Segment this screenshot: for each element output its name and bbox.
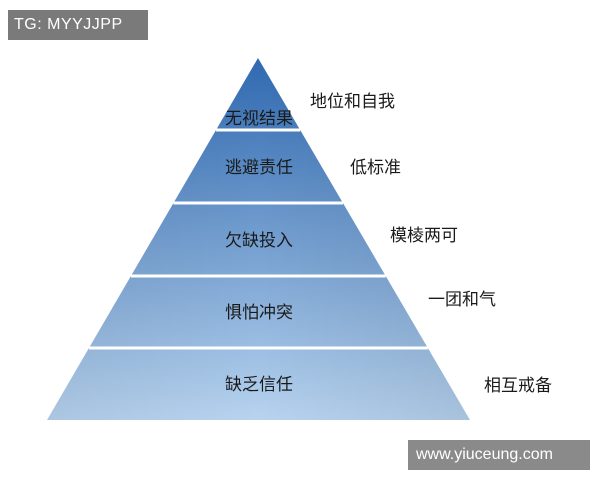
watermark-bottom: www.yiuceung.com [408,440,590,470]
tier-label-2: 逃避责任 [225,158,293,178]
side-label-4: 一团和气 [428,290,496,310]
tier-label-3: 欠缺投入 [225,231,293,251]
side-label-5: 相互戒备 [484,376,552,396]
tier-label-5: 缺乏信任 [225,375,293,395]
side-label-3: 模棱两可 [390,226,458,246]
tier-dividers [88,128,428,350]
tier-label-4: 惧怕冲突 [225,303,293,323]
side-label-2: 低标准 [350,158,401,178]
side-label-1: 地位和自我 [310,92,395,112]
watermark-top: TG: MYYJJPP [8,10,148,40]
pyramid-shading [47,58,470,420]
tier-label-1: 无视结果 [225,109,293,129]
